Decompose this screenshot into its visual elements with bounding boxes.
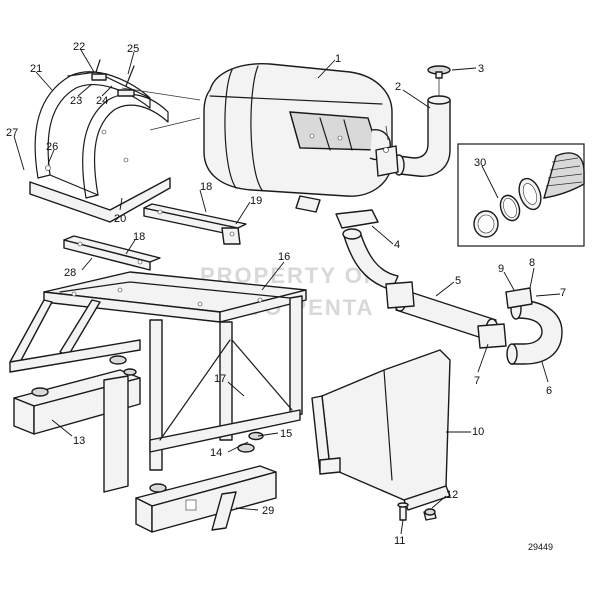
callout-8: 8	[529, 257, 535, 269]
callout-labels: 1 2 3 4 5 6 7 7 8 9 10 11 12 13 14 15 16…	[6, 41, 566, 547]
callout-2: 2	[395, 81, 401, 93]
callout-11: 11	[394, 535, 405, 547]
callout-21: 21	[30, 63, 42, 75]
callout-14: 14	[210, 447, 222, 459]
callout-23: 23	[70, 95, 82, 107]
callout-28: 28	[64, 267, 76, 279]
callout-16: 16	[278, 251, 290, 263]
callout-30: 30	[474, 157, 486, 169]
callout-18-upper: 18	[200, 181, 212, 193]
drawing-number: 29449	[528, 542, 553, 552]
leader-lines	[13, 49, 561, 535]
hoses-and-pipe	[335, 209, 563, 365]
callout-7-upper: 7	[560, 287, 566, 299]
mounting-brackets	[63, 203, 247, 271]
callout-25: 25	[127, 43, 139, 55]
callout-7-lower: 7	[474, 375, 480, 387]
lower-rail-left	[13, 355, 141, 493]
callout-22: 22	[73, 41, 85, 53]
heat-shield	[311, 349, 451, 511]
mounting-frame	[9, 271, 307, 471]
callout-12: 12	[446, 489, 458, 501]
callout-20: 20	[114, 213, 126, 225]
callout-13: 13	[73, 435, 85, 447]
lower-rail-right	[135, 431, 277, 533]
callout-26: 26	[46, 141, 58, 153]
muffler	[203, 63, 393, 213]
exhaust-elbow	[375, 65, 451, 177]
callout-27: 27	[6, 127, 18, 139]
callout-19: 19	[250, 195, 262, 207]
callout-10: 10	[472, 426, 484, 438]
callout-1: 1	[335, 53, 341, 65]
callout-24: 24	[96, 95, 108, 107]
callout-6: 6	[546, 385, 552, 397]
strap-bracket-assembly	[29, 59, 201, 223]
callout-29: 29	[262, 505, 274, 517]
callout-4: 4	[394, 239, 400, 251]
callout-17: 17	[214, 373, 226, 385]
callout-3: 3	[478, 63, 484, 75]
inset-detail	[457, 143, 585, 247]
callout-18-lower: 18	[133, 231, 145, 243]
callout-5: 5	[455, 275, 461, 287]
callout-9: 9	[498, 263, 504, 275]
callout-15: 15	[280, 428, 292, 440]
fasteners	[397, 502, 437, 521]
